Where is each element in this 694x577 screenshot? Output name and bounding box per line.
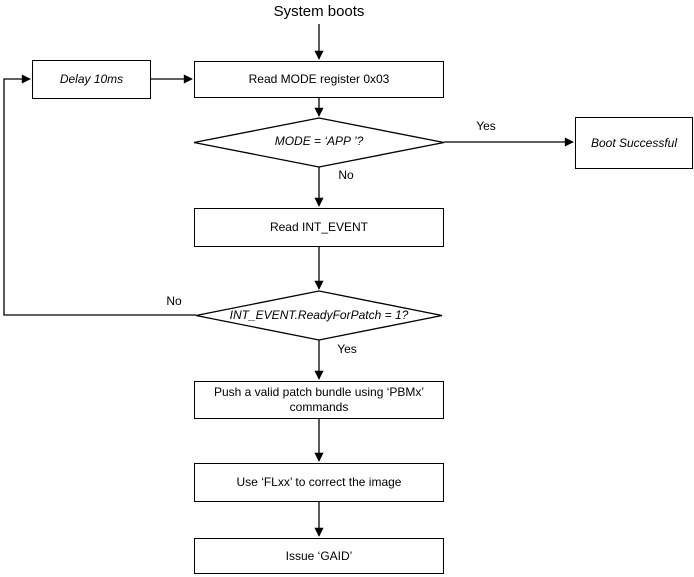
mode-yes-label: Yes bbox=[476, 119, 496, 133]
mode-no-label: No bbox=[338, 168, 354, 182]
read-mode-register-box: Read MODE register 0x03 bbox=[194, 61, 444, 98]
ready-for-patch-decision-diamond bbox=[195, 290, 443, 341]
read-int-event-box: Read INT_EVENT bbox=[194, 208, 444, 247]
boot-successful-box: Boot Successful bbox=[575, 117, 693, 169]
flowchart-title: System boots bbox=[273, 3, 365, 20]
delay-box: Delay 10ms bbox=[32, 60, 151, 99]
use-flxx-box: Use ‘FLxx’ to correct the image bbox=[194, 463, 444, 502]
mode-decision-label: MODE = ‘APP ’? bbox=[274, 134, 364, 148]
ready-for-patch-decision-label: INT_EVENT.ReadyForPatch = 1? bbox=[229, 308, 409, 322]
ready-no-label: No bbox=[166, 294, 182, 308]
ready-yes-label: Yes bbox=[337, 342, 357, 356]
issue-gaid-box: Issue ‘GAID’ bbox=[194, 538, 444, 574]
mode-decision-diamond bbox=[193, 117, 445, 168]
push-patch-bundle-box: Push a valid patch bundle using ‘PBMx’ c… bbox=[194, 381, 444, 419]
